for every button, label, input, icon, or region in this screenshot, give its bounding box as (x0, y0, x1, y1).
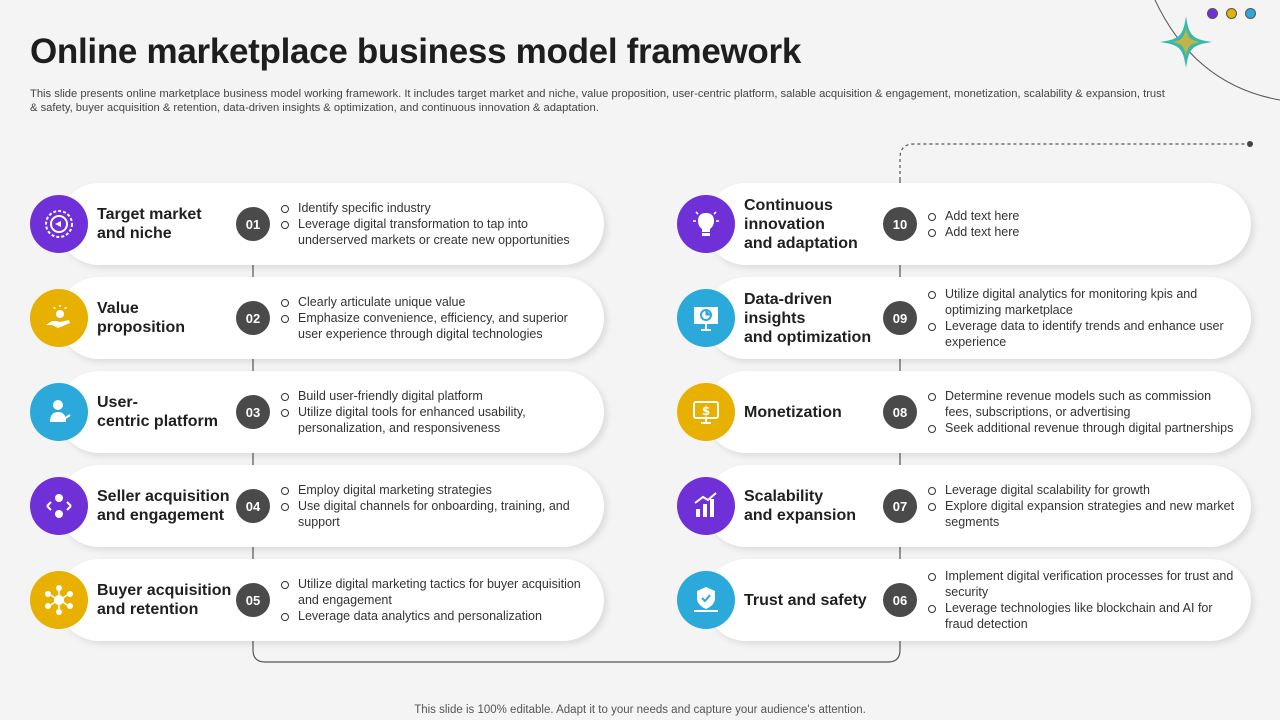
bullet-item: Implement digital verification processes… (928, 568, 1238, 600)
sparkle-icon (1160, 16, 1212, 68)
step-number-badge: 06 (883, 583, 917, 617)
shield-hand-icon (677, 571, 735, 629)
card-title: Buyer acquisition and retention (97, 582, 232, 618)
card-title: Continuous innovation and adaptation (744, 196, 858, 252)
bullet-list: Utilize digital marketing tactics for bu… (281, 576, 591, 624)
bullet-item: Clearly articulate unique value (281, 294, 591, 310)
card-title: User- centric platform (97, 394, 218, 430)
bullet-item: Emphasize convenience, efficiency, and s… (281, 310, 591, 342)
bullet-item: Utilize digital tools for enhanced usabi… (281, 404, 591, 436)
step-number-badge: 03 (236, 395, 270, 429)
bullet-item: Determine revenue models such as commiss… (928, 388, 1238, 420)
framework-card-06: Trust and safety 06 Implement digital veri… (677, 559, 1251, 641)
target-icon (30, 195, 88, 253)
card-title: Data-driven insights and optimization (744, 290, 872, 346)
framework-card-07: Scalability and expansion 07 Leverage digi… (677, 465, 1251, 547)
user-icon (30, 383, 88, 441)
svg-text:$: $ (702, 404, 710, 418)
yellow-dot (1226, 8, 1237, 19)
bullet-item: Utilize digital marketing tactics for bu… (281, 576, 591, 608)
step-number-badge: 02 (236, 301, 270, 335)
people-exchange-icon (30, 477, 88, 535)
bullet-item: Employ digital marketing strategies (281, 482, 591, 498)
bullet-list: Determine revenue models such as commiss… (928, 388, 1238, 436)
page-title: Online marketplace business model framew… (30, 32, 801, 71)
step-number-badge: 09 (883, 301, 917, 335)
framework-card-03: User- centric platform 03 Build user-frien… (30, 371, 604, 453)
bullet-item: Leverage digital scalability for growth (928, 482, 1238, 498)
step-number-badge: 08 (883, 395, 917, 429)
purple-dot (1207, 8, 1218, 19)
card-title: Target market and niche (97, 206, 202, 242)
card-title: Scalability and expansion (744, 488, 857, 524)
header-dots (1207, 8, 1256, 19)
bullet-item: Utilize digital analytics for monitoring… (928, 286, 1238, 318)
card-title: Seller acquisition and engagement (97, 488, 230, 524)
step-number-badge: 07 (883, 489, 917, 523)
bullet-item: Add text here (928, 208, 1238, 224)
blue-dot (1245, 8, 1256, 19)
card-title: Trust and safety (744, 591, 867, 609)
step-number-badge: 01 (236, 207, 270, 241)
bullet-list: Utilize digital analytics for monitoring… (928, 286, 1238, 350)
lightbulb-icon (677, 195, 735, 253)
bullet-item: Use digital channels for onboarding, tra… (281, 498, 591, 530)
bullet-item: Leverage technologies like blockchain an… (928, 600, 1238, 632)
step-number-badge: 04 (236, 489, 270, 523)
bullet-item: Add text here (928, 224, 1238, 240)
framework-card-02: Value proposition 02 Clearly articulate un… (30, 277, 604, 359)
dollar-screen-icon: $ (677, 383, 735, 441)
step-number-badge: 05 (236, 583, 270, 617)
growth-chart-icon (677, 477, 735, 535)
bullet-item: Leverage data analytics and personalizat… (281, 608, 591, 624)
framework-card-09: Data-driven insights and optimization 09 U… (677, 277, 1251, 359)
framework-card-08: $ Monetization 08 Determine revenue models … (677, 371, 1251, 453)
bullet-list: Implement digital verification processes… (928, 568, 1238, 632)
bullet-item: Explore digital expansion strategies and… (928, 498, 1238, 530)
bullet-item: Identify specific industry (281, 200, 591, 216)
bullet-item: Leverage data to identify trends and enh… (928, 318, 1238, 350)
network-icon (30, 571, 88, 629)
footer-note: This slide is 100% editable. Adapt it to… (414, 704, 866, 716)
step-number-badge: 10 (883, 207, 917, 241)
hand-offer-icon (30, 289, 88, 347)
page-subtitle: This slide presents online marketplace b… (30, 88, 1165, 114)
framework-card-01: Target market and niche 01 Identify specif… (30, 183, 604, 265)
card-title: Value proposition (97, 300, 185, 336)
presentation-icon (677, 289, 735, 347)
bullet-item: Build user-friendly digital platform (281, 388, 591, 404)
card-title: Monetization (744, 403, 842, 421)
bullet-item: Leverage digital transformation to tap i… (281, 216, 591, 248)
bullet-item: Seek additional revenue through digital … (928, 420, 1238, 436)
